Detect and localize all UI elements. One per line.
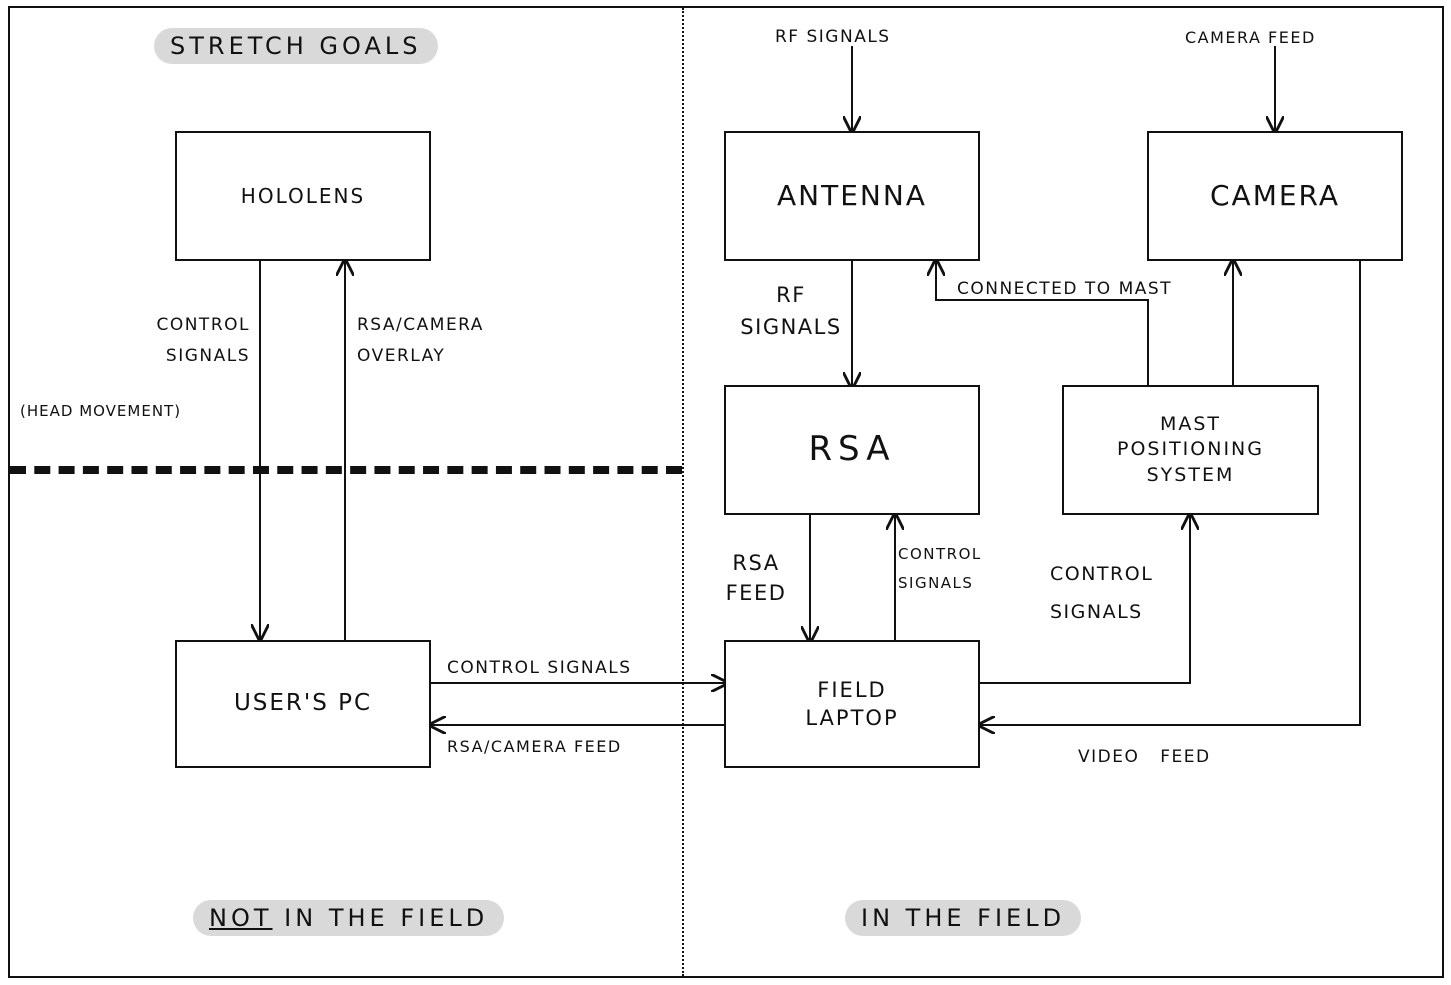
connected-to-mast-label: Connected to Mast — [957, 279, 1173, 299]
users-pc-node: User's PC — [175, 640, 431, 768]
camera-node: Camera — [1147, 131, 1403, 261]
mast-positioning-node-label: Mast Positioning System — [1117, 412, 1264, 486]
hololens-node: HoloLens — [175, 131, 431, 261]
antenna-node: Antenna — [724, 131, 980, 261]
stretch-goals-label: Stretch Goals — [154, 28, 438, 64]
rf-signals-input-label: RF Signals — [775, 27, 891, 47]
rsa-camera-overlay-label: RSA/Camera Overlay — [357, 315, 484, 366]
laptop-control-signals-label: Control Signals — [898, 545, 982, 592]
not-emphasis: Not — [209, 904, 273, 932]
field-laptop-node-label: Field Laptop — [805, 677, 899, 730]
arrow-laptop-to-mast — [979, 514, 1190, 684]
diagram-frame — [8, 6, 1444, 978]
not-in-field-label: Not in the field — [193, 900, 505, 936]
rsa-node: RSA — [724, 385, 980, 515]
rsa-node-label: RSA — [808, 429, 896, 470]
hololens-node-label: HoloLens — [240, 183, 366, 208]
pc-control-signals-label: Control Signals — [447, 658, 632, 678]
arrow-camera-to-laptop — [979, 260, 1361, 725]
camera-feed-input-label: Camera Feed — [1185, 28, 1316, 47]
mast-positioning-node: Mast Positioning System — [1062, 385, 1319, 515]
in-field-label: In the field — [845, 900, 1082, 936]
mast-control-signals-label: Control Signals — [1050, 563, 1154, 623]
rsa-camera-feed-label: RSA/Camera Feed — [447, 737, 622, 756]
hololens-control-signals-label: Control Signals — [156, 315, 250, 366]
video-feed-label: Video Feed — [1078, 747, 1211, 767]
camera-node-label: Camera — [1209, 179, 1341, 213]
antenna-rf-signals-label: RF Signals — [740, 283, 842, 339]
head-movement-label: (Head Movement) — [20, 402, 182, 420]
antenna-node-label: Antenna — [777, 179, 927, 213]
field-divider-line — [682, 8, 684, 976]
rsa-feed-label: RSA Feed — [725, 551, 787, 606]
users-pc-node-label: User's PC — [233, 690, 373, 717]
arrow-mast-to-antenna — [936, 260, 1149, 386]
field-laptop-node: Field Laptop — [724, 640, 980, 768]
